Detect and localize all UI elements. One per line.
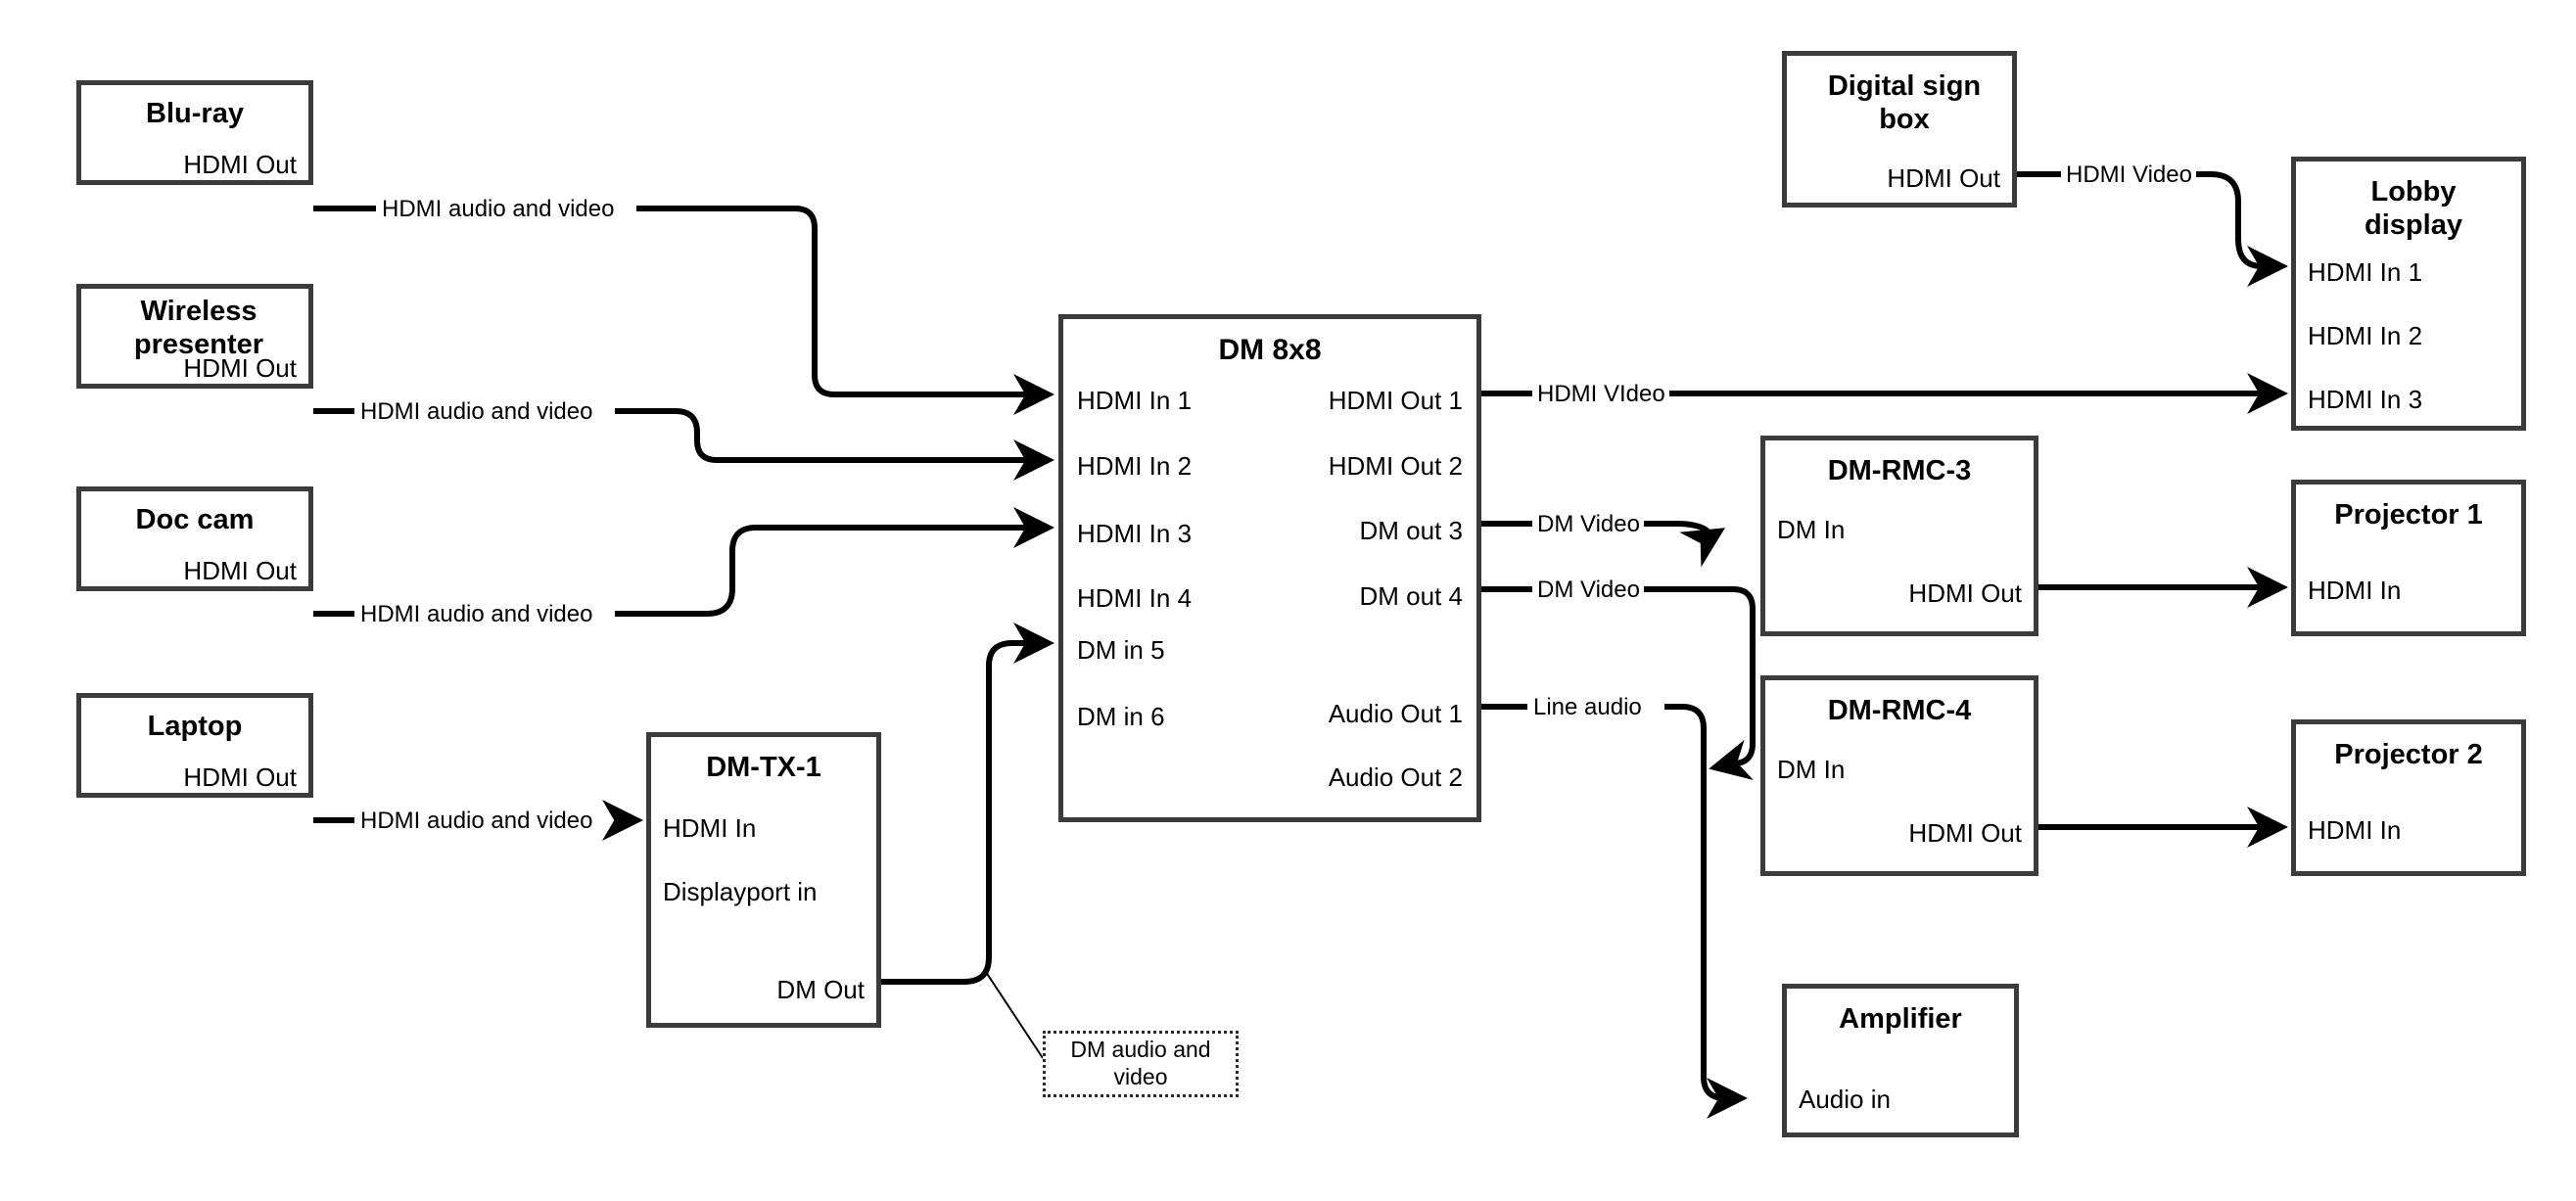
node-wireless-presenter-title: Wireless presenter bbox=[133, 296, 264, 361]
port-dm-rmc-3-hdmi-out[interactable]: HDMI Out bbox=[1908, 578, 2022, 608]
port-dm-rmc-4-dm-in[interactable]: DM In bbox=[1777, 755, 1846, 784]
edge-label-laptop: HDMI audio and video bbox=[356, 809, 597, 833]
port-dm-tx-1-dm-out[interactable]: DM Out bbox=[776, 975, 865, 1004]
port-dm-8x8-dm-in-6[interactable]: DM in 6 bbox=[1077, 702, 1165, 731]
port-lobby-display-hdmi-in-1[interactable]: HDMI In 1 bbox=[2308, 257, 2423, 287]
node-digital-sign-box[interactable]: Digital sign box HDMI Out bbox=[1782, 51, 2017, 208]
wire-bluray-to-dm8x8 bbox=[313, 206, 1048, 394]
wire-sign-to-lobby bbox=[2017, 171, 2281, 266]
edge-label-hdmi-video-sign: HDMI Video bbox=[2062, 163, 2196, 187]
node-dm-rmc-3-title: DM-RMC-3 bbox=[1827, 455, 1972, 486]
node-dm-rmc-3[interactable]: DM-RMC-3 DM In HDMI Out bbox=[1760, 436, 2038, 636]
port-dm-tx-1-hdmi-in[interactable]: HDMI In bbox=[663, 813, 757, 843]
port-dm-rmc-4-hdmi-out[interactable]: HDMI Out bbox=[1908, 818, 2022, 848]
port-dm-8x8-dm-out-4[interactable]: DM out 4 bbox=[1359, 581, 1464, 611]
node-doc-cam-title: Doc cam bbox=[135, 504, 255, 535]
port-amplifier-audio-in[interactable]: Audio in bbox=[1799, 1085, 1891, 1114]
port-dm-8x8-hdmi-in-4[interactable]: HDMI In 4 bbox=[1077, 583, 1193, 613]
port-dm-tx-1-displayport-in[interactable]: Displayport in bbox=[663, 877, 818, 906]
node-lobby-display-title: Lobby display bbox=[2365, 176, 2462, 242]
port-dm-8x8-hdmi-out-1[interactable]: HDMI Out 1 bbox=[1328, 386, 1463, 415]
port-digital-sign-box-hdmi-out[interactable]: HDMI Out bbox=[1887, 163, 2000, 193]
node-dm-rmc-4-title: DM-RMC-4 bbox=[1827, 695, 1972, 726]
edge-label-hdmi-video-lobby: HDMI VIdeo bbox=[1533, 383, 1669, 406]
node-lobby-display[interactable]: Lobby display HDMI In 1 HDMI In 2 HDMI I… bbox=[2291, 157, 2526, 431]
node-laptop-title: Laptop bbox=[147, 711, 243, 742]
wire-dm8x8-dmout3-to-rmc3 bbox=[1481, 524, 1719, 536]
port-doc-cam-hdmi-out[interactable]: HDMI Out bbox=[183, 556, 297, 585]
wire-dm8x8-audioout1-to-amplifier bbox=[1481, 704, 1741, 1098]
wire-wireless-to-dm8x8 bbox=[313, 408, 1048, 460]
node-laptop[interactable]: Laptop HDMI Out bbox=[76, 693, 313, 798]
edge-label-bluray: HDMI audio and video bbox=[378, 198, 619, 221]
node-projector-1[interactable]: Projector 1 HDMI In bbox=[2291, 480, 2526, 636]
node-dm-rmc-4[interactable]: DM-RMC-4 DM In HDMI Out bbox=[1760, 675, 2038, 876]
edge-label-wireless: HDMI audio and video bbox=[356, 400, 597, 424]
port-dm-8x8-audio-out-1[interactable]: Audio Out 1 bbox=[1328, 699, 1463, 728]
port-projector-1-hdmi-in[interactable]: HDMI In bbox=[2308, 576, 2402, 605]
node-dm-8x8-title: DM 8x8 bbox=[1218, 334, 1322, 366]
edge-label-dm-video-3: DM Video bbox=[1533, 513, 1644, 536]
note-dm-audio-and-video: DM audio and video bbox=[1043, 1031, 1239, 1097]
port-dm-8x8-dm-in-5[interactable]: DM in 5 bbox=[1077, 635, 1165, 665]
node-bluray-title: Blu-ray bbox=[146, 98, 244, 129]
node-amplifier[interactable]: Amplifier Audio in bbox=[1782, 984, 2019, 1137]
edge-label-doccam: HDMI audio and video bbox=[356, 603, 597, 626]
node-wireless-presenter[interactable]: Wireless presenter HDMI Out bbox=[76, 284, 313, 389]
port-bluray-hdmi-out[interactable]: HDMI Out bbox=[183, 150, 297, 179]
port-lobby-display-hdmi-in-2[interactable]: HDMI In 2 bbox=[2308, 321, 2423, 350]
edge-label-dm-video-4: DM Video bbox=[1533, 578, 1644, 602]
node-bluray[interactable]: Blu-ray HDMI Out bbox=[76, 80, 313, 185]
wire-dm8x8-dmout4-to-rmc4 bbox=[1481, 586, 1756, 767]
port-projector-2-hdmi-in[interactable]: HDMI In bbox=[2308, 815, 2402, 845]
leader-dm-audio-video-note bbox=[983, 968, 1044, 1059]
port-lobby-display-hdmi-in-3[interactable]: HDMI In 3 bbox=[2308, 385, 2423, 414]
wire-dmtx1-to-dm8x8 bbox=[881, 623, 1054, 985]
port-dm-8x8-audio-out-2[interactable]: Audio Out 2 bbox=[1328, 762, 1463, 792]
node-digital-sign-box-title: Digital sign box bbox=[1827, 70, 1982, 136]
port-dm-rmc-3-dm-in[interactable]: DM In bbox=[1777, 515, 1846, 544]
node-projector-2[interactable]: Projector 2 HDMI In bbox=[2291, 719, 2526, 876]
node-dm-8x8[interactable]: DM 8x8 HDMI In 1 HDMI In 2 HDMI In 3 HDM… bbox=[1058, 314, 1481, 822]
port-wireless-presenter-hdmi-out[interactable]: HDMI Out bbox=[183, 353, 297, 383]
edge-label-line-audio: Line audio bbox=[1529, 696, 1646, 719]
node-dm-tx-1[interactable]: DM-TX-1 HDMI In Displayport in DM Out bbox=[646, 732, 881, 1028]
node-projector-1-title: Projector 1 bbox=[2334, 499, 2483, 531]
port-dm-8x8-hdmi-in-3[interactable]: HDMI In 3 bbox=[1077, 519, 1193, 548]
node-doc-cam[interactable]: Doc cam HDMI Out bbox=[76, 486, 313, 591]
node-dm-tx-1-title: DM-TX-1 bbox=[706, 752, 821, 783]
port-dm-8x8-dm-out-3[interactable]: DM out 3 bbox=[1359, 516, 1464, 545]
port-dm-8x8-hdmi-out-2[interactable]: HDMI Out 2 bbox=[1328, 451, 1463, 481]
port-dm-8x8-hdmi-in-2[interactable]: HDMI In 2 bbox=[1077, 451, 1193, 481]
node-projector-2-title: Projector 2 bbox=[2334, 739, 2483, 770]
port-dm-8x8-hdmi-in-1[interactable]: HDMI In 1 bbox=[1077, 386, 1193, 415]
wire-doccam-to-dm8x8 bbox=[313, 528, 1048, 617]
node-amplifier-title: Amplifier bbox=[1839, 1003, 1962, 1035]
port-laptop-hdmi-out[interactable]: HDMI Out bbox=[183, 762, 297, 792]
